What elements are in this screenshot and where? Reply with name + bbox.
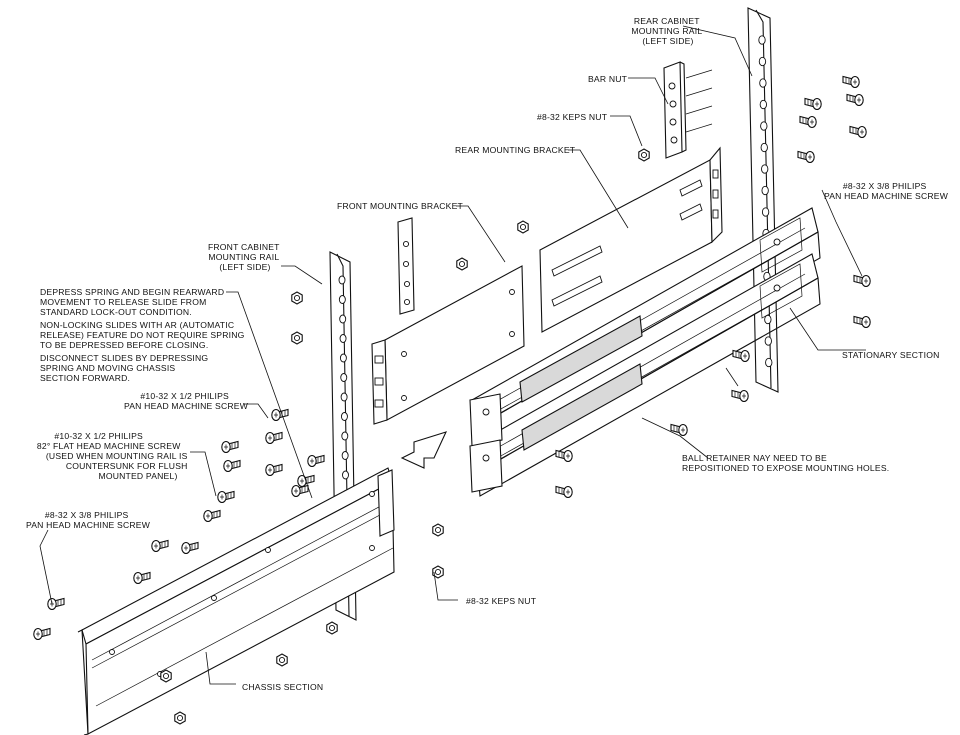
machine-screw bbox=[732, 349, 750, 363]
keps-nut bbox=[326, 621, 338, 635]
front-bar-nut bbox=[397, 217, 415, 315]
slide-end-caps bbox=[469, 238, 781, 493]
machine-screw bbox=[181, 541, 199, 555]
label-screw-8-32-left: #8-32 X 3/8 PHILIPS PAN HEAD MACHINE SCR… bbox=[26, 510, 151, 530]
machine-screw bbox=[797, 150, 815, 164]
rail-hole bbox=[758, 56, 767, 67]
rail-hole bbox=[761, 207, 770, 217]
label-instructions: DEPRESS SPRING AND BEGIN REARWARD MOVEME… bbox=[40, 287, 247, 383]
label-bar-nut: BAR NUT bbox=[588, 74, 628, 84]
rail-hole bbox=[759, 99, 767, 110]
machine-screw bbox=[307, 454, 325, 468]
label-front-cabinet-rail: FRONT CABINET MOUNTING RAIL (LEFT SIDE) bbox=[208, 242, 282, 272]
machine-screw bbox=[133, 571, 151, 585]
rail-hole bbox=[339, 353, 347, 363]
machine-screw bbox=[804, 97, 822, 111]
machine-screw bbox=[33, 627, 51, 641]
label-screw-10-32-pan: #10-32 X 1/2 PHILIPS PAN HEAD MACHINE SC… bbox=[124, 391, 249, 411]
machine-screw bbox=[203, 509, 221, 523]
keps-nut bbox=[517, 220, 529, 234]
machine-screw bbox=[223, 459, 241, 473]
rail-hole bbox=[761, 164, 769, 174]
rail-hole bbox=[340, 392, 348, 402]
machine-screw bbox=[271, 408, 289, 422]
rail-hole bbox=[339, 314, 347, 324]
machine-screw bbox=[265, 463, 283, 477]
machine-screw bbox=[849, 125, 867, 139]
label-rear-mounting-bracket: REAR MOUNTING BRACKET bbox=[455, 145, 576, 155]
machine-screw bbox=[846, 93, 864, 107]
chassis-section bbox=[77, 467, 395, 735]
machine-screw bbox=[555, 449, 573, 463]
rail-hole bbox=[758, 35, 766, 45]
machine-screw bbox=[47, 597, 65, 611]
machine-screw bbox=[555, 485, 573, 499]
rail-hole bbox=[341, 412, 348, 421]
direction-arrow bbox=[400, 431, 448, 469]
keps-nut bbox=[276, 653, 288, 667]
rail-hole bbox=[340, 373, 348, 382]
keps-nut bbox=[432, 565, 444, 579]
label-front-mounting-bracket: FRONT MOUNTING BRACKET bbox=[337, 201, 464, 211]
rail-hole bbox=[339, 334, 347, 343]
rail-hole bbox=[341, 431, 349, 441]
keps-nut bbox=[291, 291, 303, 305]
label-chassis-section: CHASSIS SECTION bbox=[242, 682, 323, 692]
keps-nut bbox=[291, 331, 303, 345]
machine-screw bbox=[265, 431, 283, 445]
rail-hole bbox=[760, 121, 768, 131]
slide-stationary-upper bbox=[471, 207, 821, 451]
label-screw-10-32-flat: #10-32 X 1/2 PHILIPS 82° FLAT HEAD MACHI… bbox=[37, 431, 190, 481]
label-stationary-section: STATIONARY SECTION bbox=[842, 350, 940, 360]
rear-cabinet-rail bbox=[747, 7, 779, 393]
machine-screw bbox=[853, 274, 871, 288]
keps-nut bbox=[456, 257, 468, 271]
keps-nut bbox=[174, 711, 186, 725]
rail-hole bbox=[338, 295, 346, 304]
label-keps-nut-top: #8-32 KEPS NUT bbox=[537, 112, 608, 122]
fasteners bbox=[33, 75, 871, 725]
leader-lines bbox=[39, 25, 866, 685]
machine-screw bbox=[842, 75, 860, 89]
rail-hole bbox=[760, 142, 768, 153]
label-rear-cabinet-rail: REAR CABINET MOUNTING RAIL (LEFT SIDE) bbox=[631, 16, 704, 46]
keps-nut bbox=[160, 669, 172, 683]
bar-nut bbox=[663, 61, 713, 159]
machine-screw bbox=[151, 539, 169, 553]
rail-hole bbox=[764, 314, 772, 325]
label-screw-8-32-right: #8-32 X 3/8 PHILIPS PAN HEAD MACHINE SCR… bbox=[824, 181, 949, 201]
machine-screw bbox=[291, 484, 309, 498]
rail-hole bbox=[338, 275, 346, 285]
rail-hole bbox=[759, 78, 767, 88]
rail-hole bbox=[765, 357, 773, 368]
machine-screw bbox=[853, 315, 871, 329]
rail-hole bbox=[764, 336, 772, 346]
rail-hole bbox=[341, 451, 349, 460]
rear-mounting-bracket bbox=[539, 146, 723, 333]
label-ball-retainer: BALL RETAINER NAY NEED TO BE REPOSITIONE… bbox=[682, 453, 889, 473]
keps-nut bbox=[432, 523, 444, 537]
machine-screw bbox=[670, 423, 688, 437]
label-keps-nut-bottom: #8-32 KEPS NUT bbox=[466, 596, 537, 606]
rail-hole bbox=[342, 470, 349, 480]
keps-nut bbox=[638, 148, 650, 162]
machine-screw bbox=[731, 389, 749, 403]
front-mounting-bracket bbox=[371, 265, 525, 425]
rail-hole bbox=[761, 185, 769, 196]
machine-screw bbox=[221, 440, 239, 454]
machine-screw bbox=[799, 115, 817, 129]
machine-screw bbox=[217, 490, 235, 504]
